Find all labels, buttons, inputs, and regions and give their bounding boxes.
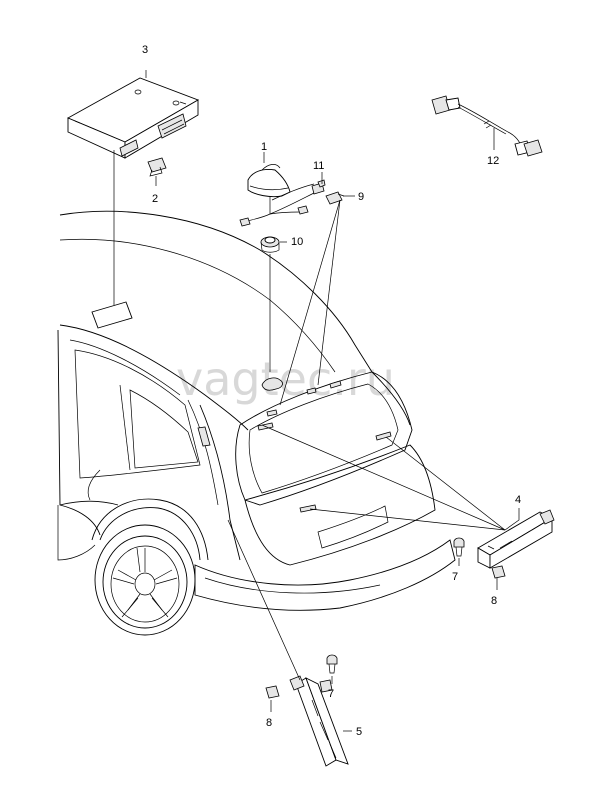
callout-2: 2 — [152, 193, 158, 205]
watermark: vagtec.ru — [176, 352, 395, 406]
callout-labels: 3 2 1 11 9 10 12 4 7 8 7 8 5 — [142, 44, 521, 738]
callout-11: 11 — [313, 160, 324, 172]
callout-8-right: 8 — [491, 595, 497, 607]
roof-antenna-part-1 — [239, 152, 355, 406]
callout-5: 5 — [356, 726, 362, 738]
callout-7-lower: 7 — [328, 688, 334, 700]
antenna-module-part-4 — [261, 424, 555, 590]
callout-8-lower: 8 — [266, 717, 272, 729]
callout-10: 10 — [291, 236, 303, 248]
callout-12: 12 — [487, 155, 499, 167]
callout-1: 1 — [261, 141, 267, 153]
callout-3: 3 — [142, 44, 148, 56]
antenna-module-part-5 — [227, 519, 352, 767]
callout-4: 4 — [515, 494, 521, 506]
vehicle-outline — [57, 210, 456, 636]
callout-9: 9 — [358, 191, 364, 203]
adapter-cable-part-12 — [431, 95, 543, 157]
control-unit-part-3 — [66, 70, 200, 305]
callout-7-right: 7 — [452, 571, 458, 583]
